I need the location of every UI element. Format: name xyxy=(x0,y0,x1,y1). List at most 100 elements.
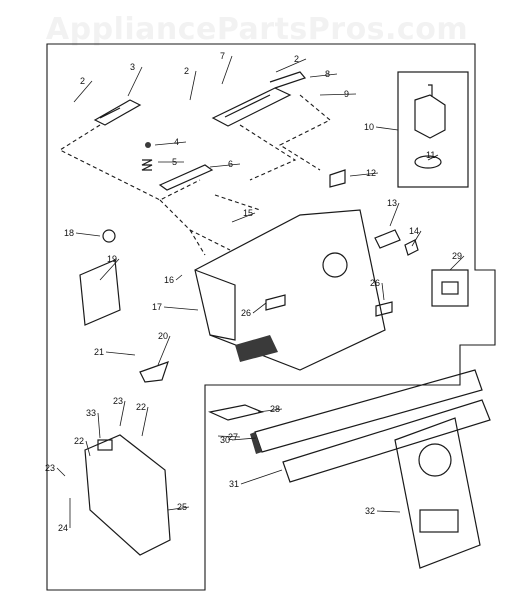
callout-22: 22 xyxy=(136,402,146,412)
callout-25: 25 xyxy=(177,502,187,512)
part-11-washer xyxy=(414,155,442,169)
part-13-bracket xyxy=(374,229,401,249)
callout-28: 28 xyxy=(270,404,280,414)
leader-line xyxy=(349,172,379,177)
leader-line xyxy=(231,212,256,223)
housing-dark-slot xyxy=(235,335,278,362)
part-26-tab-a xyxy=(265,294,286,311)
callout-16: 16 xyxy=(164,275,174,285)
callout-30: 30 xyxy=(220,435,230,445)
leader-line xyxy=(163,306,199,311)
part-32-knob-hole xyxy=(418,443,452,477)
callout-18: 18 xyxy=(64,228,74,238)
callout-33: 33 xyxy=(86,408,96,418)
part-28-lever xyxy=(208,404,264,421)
callout-9: 9 xyxy=(344,89,349,99)
part-29-inner xyxy=(441,281,459,295)
callout-15: 15 xyxy=(243,208,253,218)
leader-line xyxy=(175,274,183,281)
leader-line xyxy=(389,202,400,227)
part-19-panel xyxy=(79,259,121,326)
callout-10: 10 xyxy=(364,122,374,132)
part-4-screw xyxy=(145,142,151,148)
callout-2: 2 xyxy=(294,54,299,64)
callout-13: 13 xyxy=(387,198,397,208)
leader-line xyxy=(127,66,143,97)
leader-line xyxy=(75,232,101,237)
part-20-bracket xyxy=(139,361,169,383)
part-17-front xyxy=(194,269,236,341)
callout-19: 19 xyxy=(107,254,117,264)
leader-line xyxy=(85,440,91,457)
callout-14: 14 xyxy=(409,226,419,236)
callout-20: 20 xyxy=(158,331,168,341)
leader-line xyxy=(381,282,385,301)
part-12-tab xyxy=(329,169,346,188)
dashed-guide-lines xyxy=(58,94,331,256)
callout-12: 12 xyxy=(366,168,376,178)
part-10-box xyxy=(397,71,469,188)
part-3-bracket xyxy=(93,99,142,126)
part-26-tab-b xyxy=(375,301,393,317)
leader-line xyxy=(231,437,257,441)
leader-line xyxy=(376,510,401,513)
leader-line xyxy=(189,70,197,101)
callout-6: 6 xyxy=(228,159,233,169)
callout-24: 24 xyxy=(58,523,68,533)
callout-17: 17 xyxy=(152,302,162,312)
callout-3: 3 xyxy=(130,62,135,72)
callout-2: 2 xyxy=(80,76,85,86)
part-18-nut xyxy=(102,229,116,243)
part-32-display xyxy=(419,509,459,533)
part-10-valve xyxy=(414,84,446,139)
leader-line xyxy=(252,302,267,314)
callout-7: 7 xyxy=(220,51,225,61)
leader-line xyxy=(97,412,101,439)
leader-line xyxy=(427,154,439,161)
callout-27: 27 xyxy=(228,432,238,442)
leader-line xyxy=(157,335,171,366)
leader-line xyxy=(375,126,399,131)
leader-line xyxy=(217,435,241,438)
leader-line xyxy=(119,400,126,427)
callout-5: 5 xyxy=(172,157,177,167)
part-25-frame xyxy=(84,434,171,556)
part-33-block xyxy=(97,439,113,451)
callout-31: 31 xyxy=(229,479,239,489)
part-31-strip xyxy=(282,399,491,483)
part-30-dark-end xyxy=(250,432,262,454)
callout-23: 23 xyxy=(113,396,123,406)
leader-line xyxy=(105,351,136,356)
leader-line xyxy=(56,467,66,477)
part-9-bracket xyxy=(211,87,292,127)
leader-line xyxy=(319,93,357,96)
callout-23: 23 xyxy=(45,463,55,473)
part-5-spring xyxy=(141,159,153,171)
leader-line xyxy=(411,230,422,247)
part-14-clip xyxy=(404,239,419,256)
callout-29: 29 xyxy=(452,251,462,261)
leader-line xyxy=(209,163,241,168)
part-6-bar xyxy=(158,164,214,191)
callout-26: 26 xyxy=(241,308,251,318)
callout-2: 2 xyxy=(184,66,189,76)
callout-21: 21 xyxy=(94,347,104,357)
leader-line xyxy=(73,80,93,103)
leader-line xyxy=(275,58,307,73)
callout-26: 26 xyxy=(370,278,380,288)
part-8-bracket xyxy=(269,71,307,89)
leader-line xyxy=(309,73,338,78)
boundary-outline xyxy=(46,43,496,591)
leader-line xyxy=(221,55,233,85)
leader-line xyxy=(257,408,283,413)
callout-22: 22 xyxy=(74,436,84,446)
leader-line xyxy=(154,141,187,146)
leader-line xyxy=(167,506,190,511)
callout-8: 8 xyxy=(325,69,330,79)
leader-line xyxy=(99,258,120,281)
leader-line xyxy=(141,406,149,437)
housing-hole xyxy=(322,252,348,278)
leader-line xyxy=(240,469,283,485)
